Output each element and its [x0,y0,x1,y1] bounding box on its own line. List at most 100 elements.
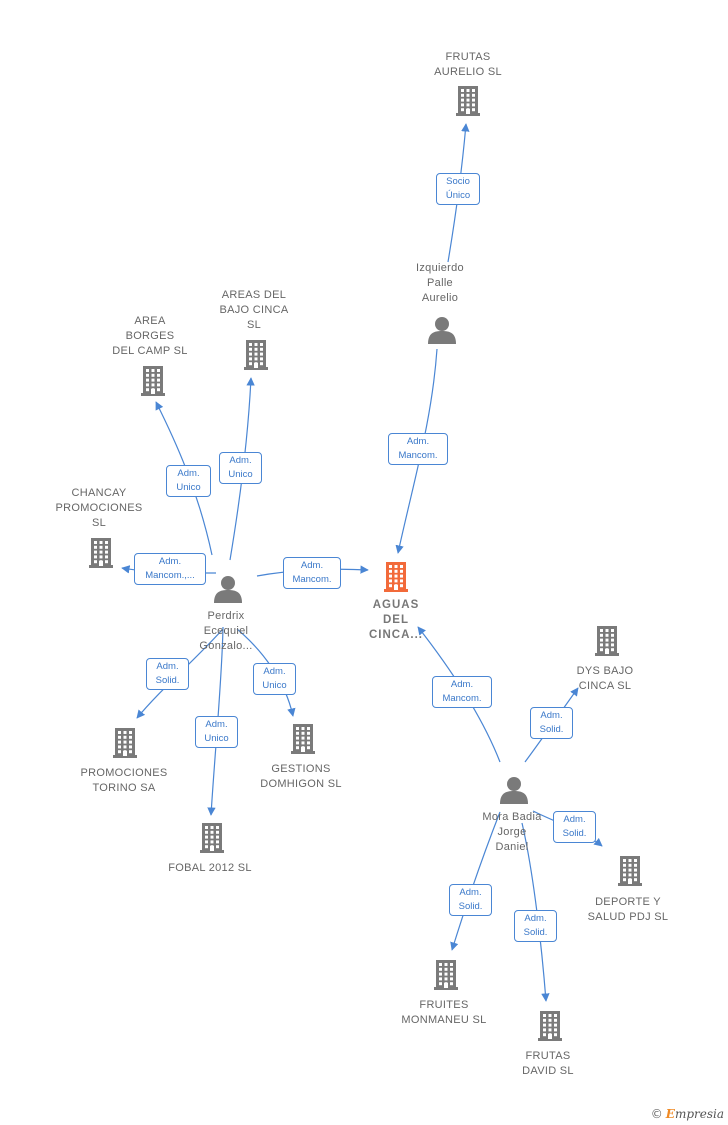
edge-label-line: Mancom. [442,693,482,704]
node-label-line: Gonzalo... [199,640,253,652]
node-label-line: Aurelio [421,292,459,304]
building-icon-chancay[interactable] [89,538,113,568]
edge-label-line: Unico [228,469,253,480]
building-icon-fruites[interactable] [434,960,458,990]
edge-label-line: Adm. [459,887,482,898]
edge-label-perdrix-areas_bajo[interactable]: Adm. Unico [219,452,262,484]
edge-label-line: Unico [262,680,287,691]
building-icon-promociones_torino[interactable] [113,728,137,758]
node-label-line: FRUTAS [525,1050,571,1062]
node-label-line: TORINO SA [92,782,156,794]
node-label-line: FOBAL 2012 SL [168,862,252,874]
node-label-line: PROMOCIONES [80,767,168,779]
node-label-line: DEPORTE Y [595,896,661,908]
edge-label-perdrix-chancay[interactable]: Adm.Mancom.,... [134,553,206,585]
node-label-line: Perdrix [207,610,245,622]
edge-label-line: Solid. [155,675,180,686]
edge-label-line: Adm. [177,468,200,479]
node-label-line: FRUITES [419,999,469,1011]
node-label-line: DEL [383,614,409,626]
node-label-frutas_david[interactable]: FRUTAS DAVID SL [483,1049,613,1079]
edge-mora-fruites [450,811,501,951]
node-label-line: Mora Badia [482,811,542,823]
edge-label-line: Adm. [229,455,252,466]
building-icon-gestions[interactable] [291,724,315,754]
node-label-line: FRUTAS [445,51,491,63]
node-label-line: Ecequiel [203,625,249,637]
node-label-line: BORGES [125,330,175,342]
node-label-line: Daniel [495,841,529,853]
edge-label-mora-dys[interactable]: Adm.Solid. [530,707,573,739]
node-label-line: SL [91,517,107,529]
node-label-line: MONMANEU SL [401,1014,487,1026]
node-label-fruites[interactable]: FRUITES MONMANEU SL [379,998,509,1028]
edge-label-mora-aguas[interactable]: Adm. Mancom. [432,676,492,708]
edge-label-perdrix-area_borges[interactable]: Adm. Unico [166,465,211,497]
edge-label-line: Adm. [263,666,286,677]
person-icon-mora[interactable] [500,777,528,804]
edge-label-perdrix-fobal[interactable]: Adm.Unico [195,716,238,748]
edge-label-line: Adm. [205,719,228,730]
building-icon-areas_bajo[interactable] [244,340,268,370]
edge-label-perdrix-promociones_torino[interactable]: Adm. Solid. [146,658,189,690]
edge-label-line: Adm. [450,679,474,690]
person-icon-izquierdo[interactable] [428,317,456,344]
node-label-line: AREAS DEL [221,289,287,301]
edge-label-izquierdo-aguas[interactable]: Adm.Mancom. [388,433,448,465]
node-label-line: Palle [427,277,453,289]
person-icon-perdrix[interactable] [214,576,242,603]
node-label-line: DAVID SL [522,1065,574,1077]
edge-label-line: Mancom. [292,574,332,585]
node-label-line: GESTIONS [271,763,331,775]
edge-label-line: Unico [176,482,201,493]
node-label-line: Jorge [497,826,527,838]
node-label-line: SALUD PDJ SL [587,911,669,923]
node-label-fobal[interactable]: FOBAL 2012 SL [145,861,275,876]
building-icon-frutas_david[interactable] [538,1011,562,1041]
building-icon-frutas_aurelio[interactable] [456,86,480,116]
edge-label-line: Solid. [562,828,587,839]
node-label-promociones_torino[interactable]: PROMOCIONES TORINO SA [59,766,189,796]
edge-label-perdrix-aguas[interactable]: Adm. Mancom. [283,557,341,589]
brand-name: mpresia [674,1107,724,1121]
building-icon-area_borges[interactable] [141,366,165,396]
edge-label-line: Socio [446,176,470,187]
building-icon-fobal[interactable] [200,823,224,853]
node-label-line: DYS BAJO [576,665,634,677]
node-label-line: SL [246,319,262,331]
brand-logo: ©Empresia [651,1107,724,1121]
node-label-line: Izquierdo [416,262,464,274]
edge-label-line: Adm. [156,661,179,672]
node-label-deporte[interactable]: DEPORTE Y SALUD PDJ SL [563,895,693,925]
building-icon-deporte[interactable] [618,856,642,886]
edge-label-line: Adm. [158,556,182,567]
node-label-line: DEL CAMP SL [112,345,188,357]
edge-label-line: Solid. [523,927,548,938]
edge-label-line: Solid. [539,724,564,735]
edge-label-line: Adm. [300,560,324,571]
edge-label-mora-frutas_david[interactable]: Adm.Solid. [514,910,557,942]
edge-label-perdrix-gestions[interactable]: Adm. Unico [253,663,296,695]
edge-label-line: Mancom. [398,450,438,461]
node-label-line: PROMOCIONES [55,502,143,514]
edge-label-mora-deporte[interactable]: Adm.Solid. [553,811,596,843]
node-label-aguas[interactable]: AGUAS DEL CINCA... [331,598,461,643]
node-label-line: CINCA... [369,629,423,641]
edge-label-mora-fruites[interactable]: Adm.Solid. [449,884,492,916]
node-label-line: AGUAS [372,599,420,611]
building-icon-aguas[interactable] [384,562,408,592]
edge-label-line: Único [445,190,471,201]
building-icon-dys[interactable] [595,626,619,656]
copyright-symbol: © [650,1107,663,1121]
